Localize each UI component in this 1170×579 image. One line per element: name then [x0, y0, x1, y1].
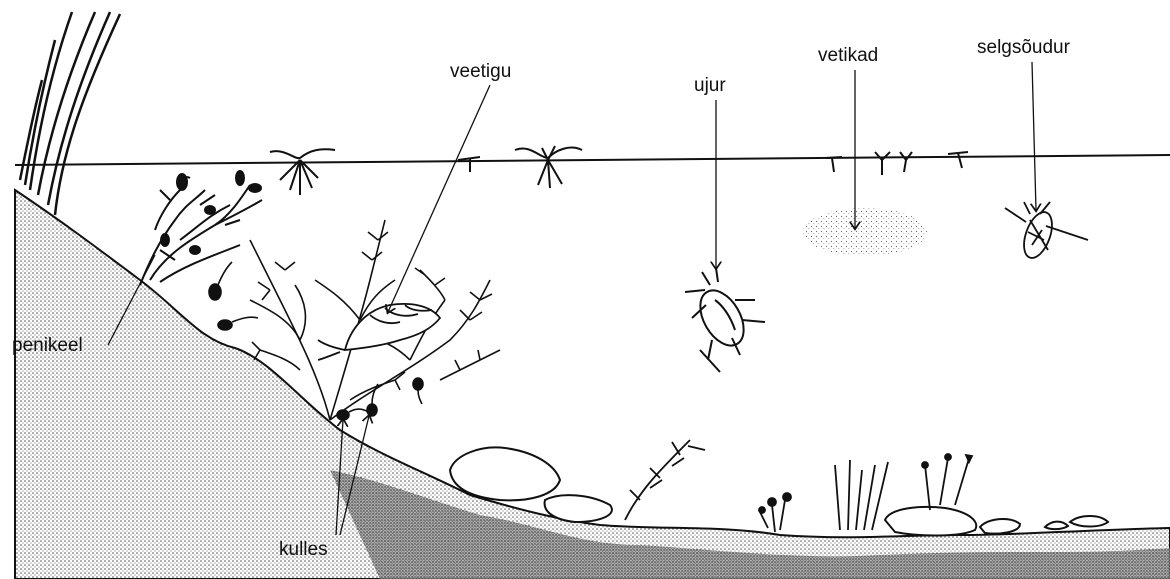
label-ujur: ujur [694, 76, 726, 95]
reeds [20, 12, 120, 215]
label-kulles: kulles [279, 540, 328, 559]
penikeel-plant [140, 171, 262, 285]
pond-bottom-dark-sediment [330, 470, 1170, 579]
label-veetigu: veetigu [450, 62, 511, 81]
label-selgsoudur: selgsõudur [977, 38, 1070, 57]
leader-veetigu [388, 85, 490, 312]
water-surface-line [15, 155, 1170, 165]
backswimmer [1005, 202, 1088, 262]
surface-plants [270, 146, 968, 195]
algae-patch [803, 208, 927, 256]
water-snail [318, 304, 440, 360]
label-penikeel: penikeel [12, 336, 83, 355]
label-vetikad: vetikad [818, 46, 878, 65]
diving-beetle [685, 268, 765, 372]
leader-selgsoudur [1032, 62, 1036, 210]
